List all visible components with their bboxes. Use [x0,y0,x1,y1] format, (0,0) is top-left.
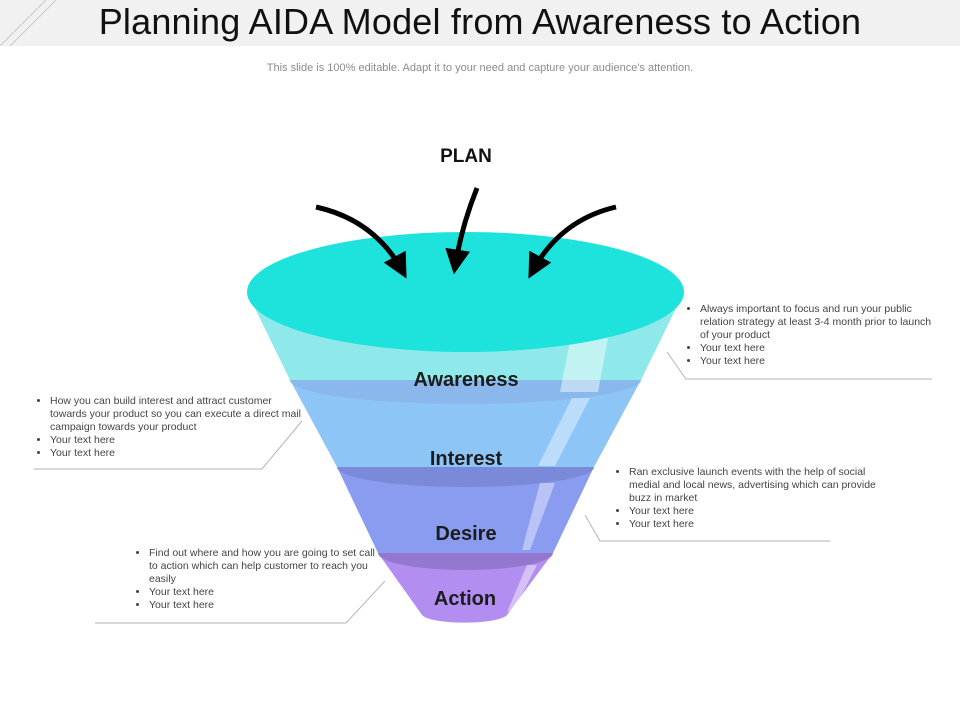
desire-band [337,467,594,553]
funnel-top-ellipse [247,232,684,352]
slide-subtitle: This slide is 100% editable. Adapt it to… [266,62,694,74]
interest-band [290,380,641,467]
desire-highlight [522,483,555,550]
awareness-connector [666,351,932,380]
note-item: Your text here [700,342,940,355]
funnel-stage-awareness: Awareness [247,232,684,392]
desire-label: Desire [435,523,496,545]
note-item: Your text here [149,599,384,612]
action-highlight [507,565,537,612]
action-label: Action [434,588,496,610]
action-connector [95,580,386,624]
interest-notes: How you can build interest and attract c… [36,395,310,460]
note-item: Your text here [700,355,940,368]
desire-connector [584,514,830,542]
arrow-center [445,187,480,275]
title-bar [0,0,960,46]
note-item: Your text here [629,518,879,531]
note-item: Your text here [50,434,310,447]
awareness-notes: Always important to focus and run your p… [686,303,940,368]
desire-notes: Ran exclusive launch events with the hel… [615,466,879,531]
interest-highlight [538,398,590,466]
awareness-label: Awareness [413,369,518,391]
arrow-right [528,204,617,279]
note-item: Your text here [629,505,879,518]
action-notes: Find out where and how you are going to … [135,547,384,612]
note-item: How you can build interest and attract c… [50,395,310,434]
note-item: Always important to focus and run your p… [700,303,940,342]
note-item: Your text here [50,447,310,460]
plan-label: PLAN [440,146,492,167]
note-item: Ran exclusive launch events with the hel… [629,466,879,505]
plan-arrows [315,187,617,279]
interest-label: Interest [430,448,503,470]
arrow-left [315,204,407,279]
title-decoration [0,0,57,46]
slide-title: Planning AIDA Model from Awareness to Ac… [98,1,862,42]
action-band [378,553,553,623]
note-item: Find out where and how you are going to … [149,547,384,586]
note-item: Your text here [149,586,384,599]
interest-connector [34,420,303,470]
